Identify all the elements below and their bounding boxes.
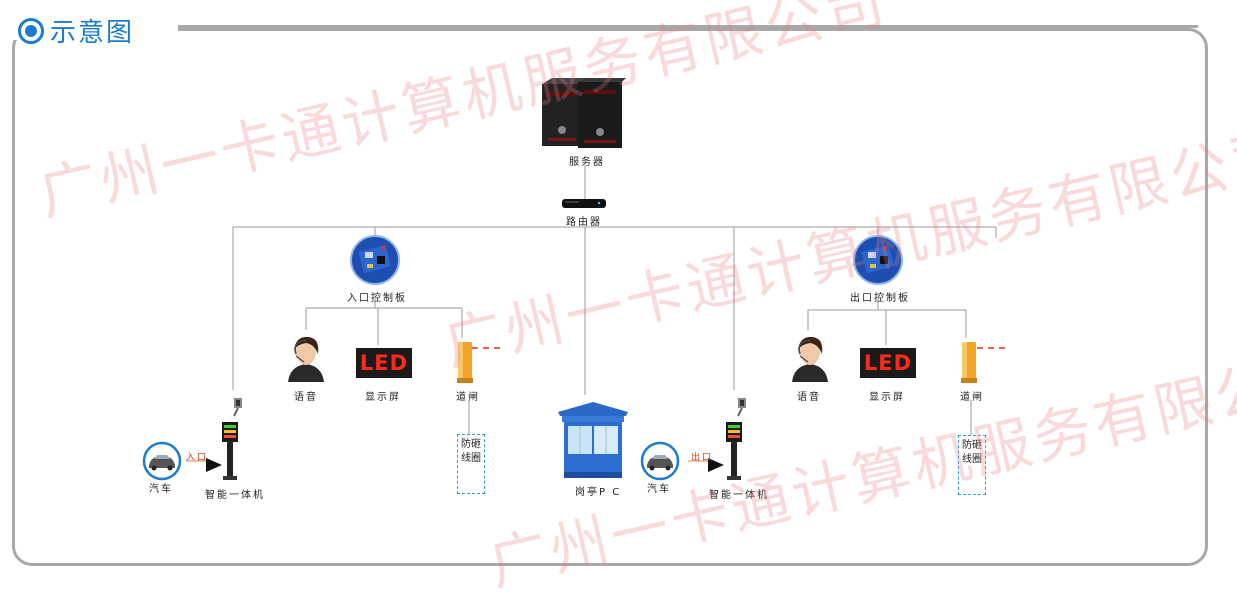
voice-left-label: 语音 xyxy=(294,392,318,403)
entry-control-board-icon xyxy=(350,235,400,285)
car-icon xyxy=(142,441,182,481)
barrier-gate-icon xyxy=(457,342,473,383)
terminal-right-label: 智能一体机 xyxy=(709,490,769,501)
gate-left-label: 道闸 xyxy=(456,392,480,403)
entry-board-label: 入口控制板 xyxy=(347,293,407,304)
smart-terminal-icon xyxy=(726,398,746,480)
router-icon xyxy=(562,199,606,208)
booth-label: 岗亭P C xyxy=(575,487,622,498)
loop-left-label: 防砸线圈 xyxy=(457,434,485,494)
display-right-label: 显示屏 xyxy=(869,392,905,403)
header-rule xyxy=(178,25,1198,28)
barrier-gate-icon xyxy=(961,342,977,383)
gate-right-label: 道闸 xyxy=(960,392,984,403)
exit-board-label: 出口控制板 xyxy=(850,293,910,304)
voice-operator-icon xyxy=(792,336,828,382)
section-header: 示意图 xyxy=(18,12,134,49)
exit-arrow-label: 出口 xyxy=(691,453,714,463)
section-title: 示意图 xyxy=(50,18,135,48)
led-display-left: LED xyxy=(356,348,412,378)
exit-arrow-icon xyxy=(688,458,724,472)
router-label: 路由器 xyxy=(566,217,602,228)
display-left-label: 显示屏 xyxy=(365,392,401,403)
entry-arrow-icon xyxy=(186,458,222,472)
voice-operator-icon xyxy=(288,336,324,382)
loop-right-label: 防砸线圈 xyxy=(958,435,986,495)
server-label: 服务器 xyxy=(569,157,605,168)
server-icon xyxy=(542,78,626,148)
car-right-label: 汽车 xyxy=(647,484,671,495)
booth-icon xyxy=(558,402,628,478)
voice-right-label: 语音 xyxy=(797,392,821,403)
connector-lines xyxy=(232,165,1010,435)
bullet-icon xyxy=(18,17,44,44)
led-display-right: LED xyxy=(860,348,916,378)
car-icon xyxy=(640,441,680,481)
car-left-label: 汽车 xyxy=(149,484,173,495)
smart-terminal-icon xyxy=(222,398,242,480)
exit-control-board-icon xyxy=(853,235,903,285)
terminal-left-label: 智能一体机 xyxy=(205,490,265,501)
entry-arrow-label: 入口 xyxy=(186,453,209,463)
